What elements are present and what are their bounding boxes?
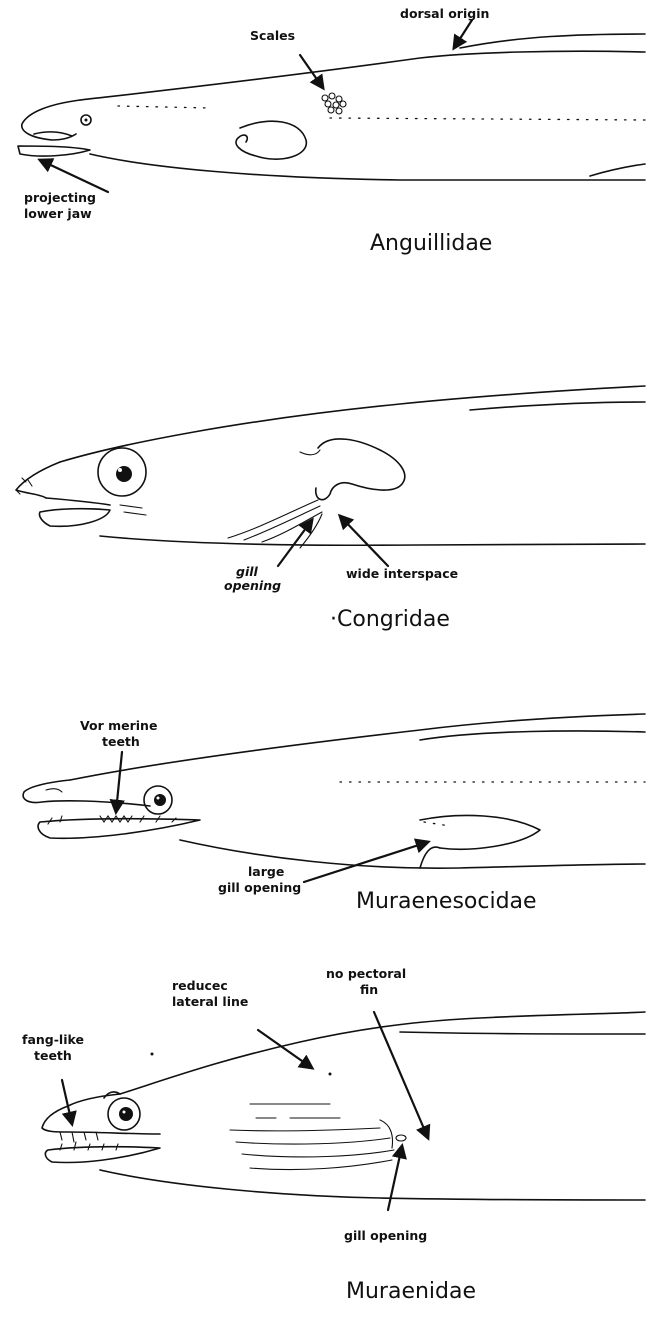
muraenidae-panel: reducec lateral line no pectoral fin fan…	[22, 966, 645, 1304]
label-dorsal-origin: dorsal origin	[400, 6, 489, 21]
muraenidae-eel-drawing	[42, 1012, 645, 1200]
label-fang-teeth: teeth	[34, 1048, 72, 1063]
anguillidae-eel-drawing	[18, 34, 645, 180]
anguillidae-panel: Scales dorsal origin projecting lower ja…	[18, 6, 645, 256]
label-wide-interspace: wide interspace	[346, 566, 458, 581]
label-gill: gill	[236, 564, 259, 579]
label-teeth: teeth	[102, 734, 140, 749]
label-opening: opening	[224, 578, 281, 593]
lower-jaw-arrow	[40, 160, 108, 192]
family-name-muraenesocidae: Muraenesocidae	[356, 889, 537, 914]
congridae-eel-drawing	[16, 386, 645, 548]
scales-patch	[322, 93, 346, 114]
label-reduced: reducec	[172, 978, 228, 993]
fang-teeth-arrow	[62, 1080, 72, 1124]
label-fin: fin	[360, 982, 378, 997]
label-projecting: projecting	[24, 190, 96, 205]
dorsal-origin-arrow	[454, 20, 472, 48]
label-fang-like: fang-like	[22, 1032, 84, 1047]
family-name-anguillidae: Anguillidae	[370, 231, 492, 256]
label-gill-opening: gill opening	[344, 1228, 427, 1243]
gill-opening-arrow	[388, 1146, 402, 1210]
label-gill-opening: gill opening	[218, 880, 301, 895]
label-large: large	[248, 864, 284, 879]
lateral-line-arrow	[258, 1030, 312, 1068]
congridae-panel: gill opening wide interspace ·Congridae	[16, 386, 645, 632]
family-name-congridae: ·Congridae	[330, 607, 450, 632]
label-no-pectoral: no pectoral	[326, 966, 406, 981]
no-pectoral-fin-arrow	[374, 1012, 428, 1138]
wide-interspace-arrow	[340, 516, 388, 566]
label-scales: Scales	[250, 28, 295, 43]
muraenesocidae-panel: Vor merine teeth large gill opening Mura…	[23, 714, 645, 914]
label-lateral-line: lateral line	[172, 994, 248, 1009]
label-lower-jaw: lower jaw	[24, 206, 92, 221]
label-vomerine: Vor merine	[80, 718, 157, 733]
family-name-muraenidae: Muraenidae	[346, 1279, 476, 1304]
